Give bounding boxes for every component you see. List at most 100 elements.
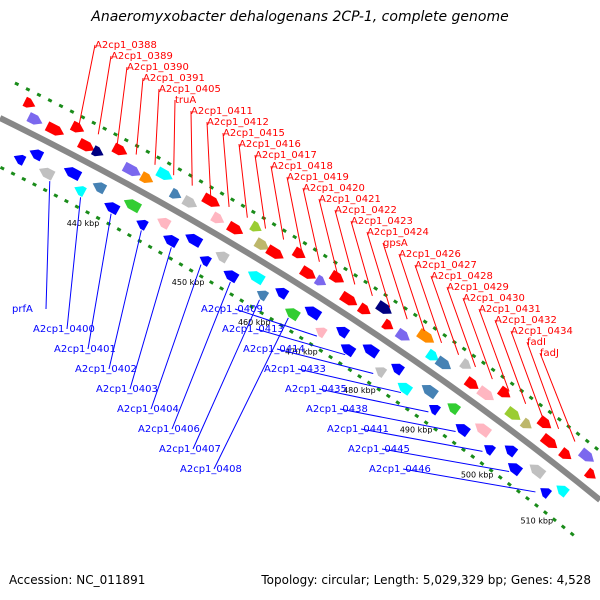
tick-mark-inner: [337, 361, 343, 366]
reverse-gene-label: A2cp1_0446: [369, 464, 431, 475]
forward-gene-label-leader: [97, 55, 112, 135]
tick-mark-inner: [433, 426, 439, 432]
reverse-gene-label-leader: [108, 230, 142, 370]
reverse-gene-label: A2cp1_0400: [33, 324, 95, 335]
tick-mark-inner: [219, 286, 225, 291]
forward-gene-label-leader: [478, 308, 510, 392]
reverse-gene-arrow: [475, 423, 493, 438]
reverse-gene-arrow: [13, 154, 27, 166]
tick-mark-inner: [259, 310, 265, 316]
reverse-gene-arrow: [362, 344, 380, 359]
reverse-gene-arrow: [136, 219, 149, 231]
forward-gene-arrow: [44, 121, 65, 136]
tick-mark-inner: [560, 524, 566, 530]
tick-mark-inner: [524, 495, 530, 501]
forward-gene-arrow: [504, 405, 521, 420]
tick-mark-outer: [14, 81, 20, 87]
tick-label: 510 kbp: [520, 517, 553, 526]
reverse-gene-arrow: [29, 149, 45, 162]
tick-mark-outer: [91, 120, 97, 126]
reverse-gene-label-leader: [66, 197, 82, 330]
tick-mark-outer: [343, 266, 349, 272]
tick-mark-inner: [42, 187, 48, 193]
forward-gene-arrow: [356, 302, 371, 315]
tick-mark-outer: [353, 273, 359, 278]
tick-mark-inner: [279, 323, 284, 328]
forward-gene-arrow: [536, 415, 552, 429]
reverse-gene-label: A2cp1_0402: [75, 364, 137, 375]
tick-mark-outer: [58, 103, 64, 109]
forward-gene-label: A2cp1_0416: [239, 139, 301, 150]
tick-mark-outer: [584, 438, 590, 444]
forward-gene-arrow: [111, 142, 128, 156]
forward-gene-arrow: [463, 376, 479, 389]
forward-gene-label-leader: [414, 264, 443, 344]
reverse-gene-arrow: [92, 182, 108, 195]
tick-mark-inner: [470, 454, 476, 459]
reverse-gene-arrow: [104, 202, 121, 216]
tick-mark-inner: [288, 329, 294, 334]
tick-mark-outer: [556, 416, 562, 422]
tick-mark-inner: [168, 256, 174, 261]
forward-gene-label-leader: [302, 187, 320, 262]
tick-mark-outer: [123, 137, 129, 143]
forward-gene-label: A2cp1_0423: [351, 216, 413, 227]
tick-mark-outer: [528, 395, 534, 401]
tick-mark-outer: [461, 346, 467, 352]
reverse-gene-label-leader: [276, 348, 374, 374]
reverse-gene-label: A2cp1_0409: [201, 304, 263, 315]
tick-mark-inner: [479, 461, 485, 466]
forward-gene-label-leader: [222, 132, 230, 207]
tick-mark-inner: [497, 474, 503, 480]
forward-gene-arrow: [558, 447, 572, 460]
forward-gene-label-leader: [190, 110, 193, 186]
tick-mark-inner: [188, 268, 194, 273]
reverse-gene-arrow: [215, 251, 230, 264]
reverse-gene-label-leader: [150, 264, 202, 410]
forward-gene-label: A2cp1_0431: [479, 304, 541, 315]
forward-gene-label-leader: [494, 319, 527, 404]
reverse-gene-arrow: [185, 233, 204, 248]
forward-gene-label-leader: [254, 154, 267, 229]
reverse-gene-label-leader: [213, 317, 289, 470]
forward-gene-label-leader: [430, 275, 460, 355]
tick-mark-inner: [0, 165, 5, 171]
forward-gene-arrow: [539, 432, 558, 449]
forward-gene-arrow: [181, 194, 198, 208]
tick-mark-inner: [249, 304, 255, 310]
forward-gene-label-leader: [206, 121, 212, 197]
tick-mark-outer: [80, 114, 86, 120]
forward-gene-label-leader: [398, 253, 425, 332]
reverse-gene-label-leader: [318, 388, 429, 413]
forward-gene-label-leader: [526, 341, 560, 430]
forward-gene-label-leader: [270, 165, 285, 240]
tick-mark-inner: [318, 348, 324, 353]
reverse-gene-arrow: [163, 235, 180, 248]
tick-mark-inner: [53, 193, 59, 198]
tick-mark-outer: [230, 197, 236, 202]
forward-gene-arrow: [577, 447, 594, 462]
reverse-gene-label: A2cp1_0408: [180, 464, 242, 475]
reverse-gene-arrow: [157, 217, 172, 230]
tick-mark-inner: [10, 171, 16, 176]
forward-gene-arrow: [291, 246, 306, 259]
forward-gene-label: A2cp1_0390: [127, 62, 189, 73]
tick-mark-outer: [47, 98, 53, 103]
reverse-gene-label: A2cp1_0406: [138, 424, 200, 435]
reverse-gene-arrow: [391, 363, 405, 376]
tick-mark-inner: [423, 420, 429, 425]
tick-mark-inner: [178, 262, 184, 267]
forward-gene-arrow: [519, 417, 532, 429]
forward-gene-label-leader: [135, 77, 144, 155]
forward-gene-arrow: [583, 467, 596, 479]
tick-label: 480 kbp: [343, 386, 376, 395]
reverse-gene-label: A2cp1_0407: [159, 444, 221, 455]
reverse-gene-arrow: [39, 167, 56, 181]
tick-mark-inner: [116, 227, 122, 232]
tick-mark-outer: [363, 279, 369, 285]
tick-mark-inner: [395, 400, 401, 405]
reverse-gene-label: A2cp1_0438: [306, 404, 368, 415]
reverse-gene-label-leader: [45, 181, 51, 310]
tick-mark-outer: [145, 149, 151, 155]
